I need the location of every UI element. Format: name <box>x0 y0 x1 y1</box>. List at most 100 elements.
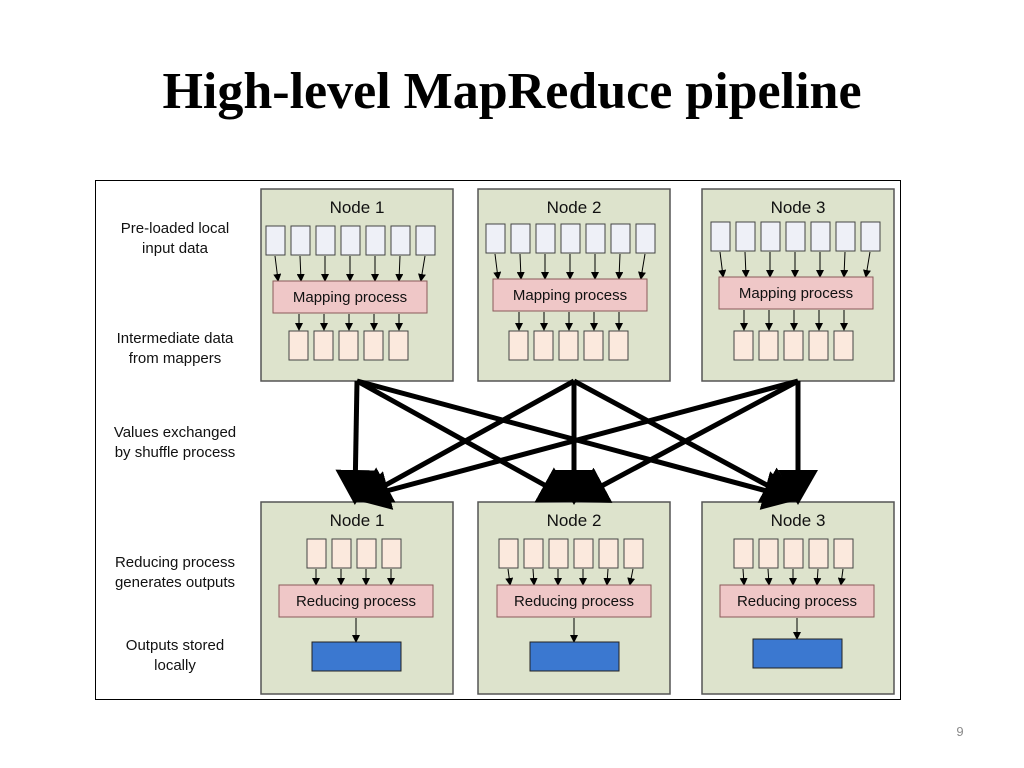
label-intermediate-line2: from mappers <box>129 350 222 367</box>
reduce-input-block <box>381 538 402 569</box>
input-block <box>635 223 656 254</box>
output-block <box>529 641 620 672</box>
map-node-1: Node 1 Mapping process <box>260 188 454 382</box>
shuffle-arrow-2-to-1 <box>355 378 576 503</box>
reduce-input-block <box>523 538 544 569</box>
label-reduce-line1: Reducing process <box>115 554 235 571</box>
shuffle-arrow-1-to-1 <box>335 380 376 505</box>
reduce-input-block <box>573 538 594 569</box>
label-intermediate-line1: Intermediate data <box>117 330 234 347</box>
intermediate-block <box>388 330 409 361</box>
node-title: Node 2 <box>547 198 602 217</box>
input-block <box>560 223 581 254</box>
label-input-line1: Pre-loaded local <box>121 220 229 237</box>
input-block <box>810 221 831 252</box>
reduce-input-block <box>733 538 754 569</box>
reduce-input-block <box>783 538 804 569</box>
input-block <box>785 221 806 252</box>
reducing-process-label: Reducing process <box>296 593 416 610</box>
input-block <box>585 223 606 254</box>
input-blocks <box>485 223 656 254</box>
intermediate-blocks <box>733 330 854 361</box>
diagram-canvas: Pre-loaded local input data Intermediate… <box>114 188 895 695</box>
label-output-line2: locally <box>154 657 196 674</box>
node-title: Node 3 <box>771 511 826 530</box>
reduce-input-block <box>623 538 644 569</box>
intermediate-blocks <box>508 330 629 361</box>
node-title: Node 1 <box>330 511 385 530</box>
node-title: Node 1 <box>330 198 385 217</box>
label-shuffle-line2: by shuffle process <box>115 444 236 461</box>
label-input-line2: input data <box>142 240 209 257</box>
map-node-2: Node 2 Mapping process <box>477 188 671 382</box>
input-block <box>735 221 756 252</box>
output-block <box>752 638 843 669</box>
input-block <box>860 221 881 252</box>
reducing-process-label: Reducing process <box>514 593 634 610</box>
label-shuffle-line1: Values exchanged <box>114 424 236 441</box>
shuffle-arrow-3-to-2 <box>572 378 800 503</box>
intermediate-block <box>288 330 309 361</box>
reduce-input-arrows <box>312 569 395 586</box>
row-labels: Pre-loaded local input data Intermediate… <box>114 220 236 674</box>
reduce-input-block <box>548 538 569 569</box>
reduce-input-blocks <box>498 538 644 569</box>
intermediate-block <box>608 330 629 361</box>
input-block <box>835 221 856 252</box>
intermediate-block <box>363 330 384 361</box>
reducing-process-box <box>719 584 875 618</box>
input-block <box>710 221 731 252</box>
mapping-process-label: Mapping process <box>513 287 627 304</box>
input-blocks <box>710 221 881 252</box>
label-reduce-line2: generates outputs <box>115 574 235 591</box>
mapping-process-label: Mapping process <box>739 285 853 302</box>
shuffle-arrow-1-to-2 <box>355 378 575 503</box>
intermediate-block <box>583 330 604 361</box>
reduce-input-block <box>306 538 327 569</box>
slide-title: High-level MapReduce pipeline <box>162 63 862 120</box>
input-block <box>485 223 506 254</box>
intermediate-block <box>313 330 334 361</box>
reduce-input-arrows <box>739 568 846 586</box>
reduce-input-block <box>356 538 377 569</box>
map-output-arrows <box>515 312 623 331</box>
reducing-process-box <box>496 584 652 618</box>
intermediate-block <box>783 330 804 361</box>
shuffle-arrow-3-to-1 <box>354 378 799 510</box>
reduce-input-block <box>331 538 352 569</box>
label-output-line1: Outputs stored <box>126 637 224 654</box>
mapreduce-diagram: Pre-loaded local input data Intermediate… <box>95 180 901 700</box>
output-block <box>311 641 402 672</box>
mapping-process-box <box>492 278 648 312</box>
input-arrows <box>493 253 646 280</box>
reduce-node-2: Node 2 Reducing process <box>477 501 671 695</box>
reduce-input-block <box>833 538 854 569</box>
input-block <box>340 225 361 256</box>
input-block <box>265 225 286 256</box>
mapping-process-box <box>272 280 428 314</box>
map-output-arrows <box>295 314 403 331</box>
reducing-process-label: Reducing process <box>737 593 857 610</box>
reduce-input-blocks <box>733 538 854 569</box>
input-arrows <box>273 255 426 282</box>
reduce-input-arrows <box>505 568 636 586</box>
intermediate-block <box>558 330 579 361</box>
mapping-process-label: Mapping process <box>293 289 407 306</box>
reduce-input-block <box>758 538 779 569</box>
intermediate-block <box>733 330 754 361</box>
map-node-3: Node 3 Mapping process <box>701 188 895 382</box>
input-block <box>610 223 631 254</box>
input-block <box>535 223 556 254</box>
intermediate-block <box>338 330 359 361</box>
shuffle-arrow-2-to-3 <box>572 378 798 503</box>
intermediate-block <box>508 330 529 361</box>
intermediate-block <box>833 330 854 361</box>
reduce-node-1: Node 1 Reducing process <box>260 501 454 695</box>
input-arrows <box>718 251 871 278</box>
input-block <box>390 225 411 256</box>
reduce-input-block <box>498 538 519 569</box>
intermediate-block <box>533 330 554 361</box>
input-blocks <box>265 225 436 256</box>
reduce-input-blocks <box>306 538 402 569</box>
input-block <box>365 225 386 256</box>
